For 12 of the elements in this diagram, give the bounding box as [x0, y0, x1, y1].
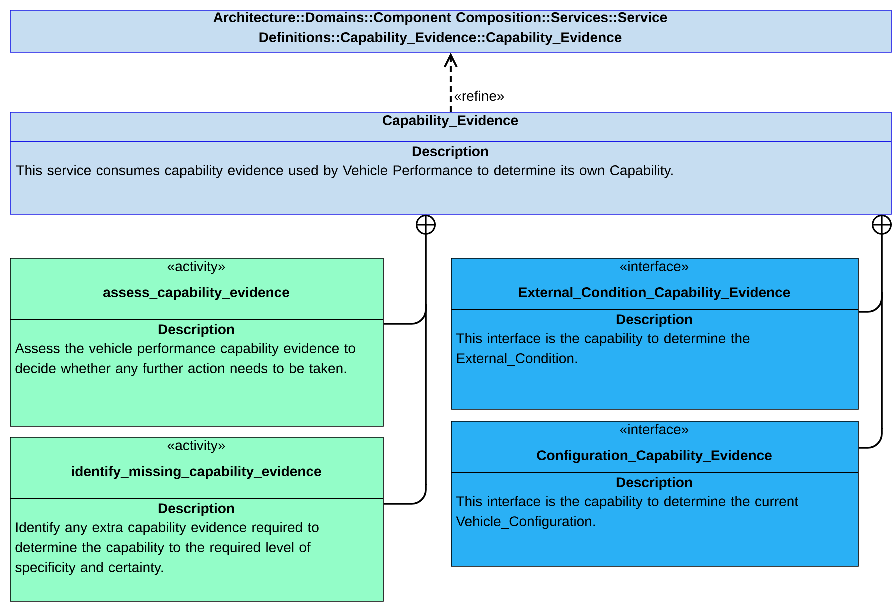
class-box: «activity» assess_capability_evidence Description Assess the vehicle performance capability evidence to decide whether any further action needs to be taken.	[10, 258, 384, 427]
edge-label: «refine»	[454, 90, 504, 102]
connector-branch	[384, 484, 427, 505]
connector-branch	[858, 428, 883, 449]
containment-connector	[416, 214, 436, 485]
refine-arrow	[444, 52, 458, 112]
containment-connector	[872, 214, 892, 429]
class-box: «activity» identify_missing_capability_evidence Description Identify any extra capability evidence required to determine the capability to the required level of specificity and certainty.	[10, 437, 384, 602]
package-box: Architecture::Domains::Component Composition::Services::Service Definitions::Capability_Evidence::Capability_Evidence	[10, 10, 892, 53]
class-box: «interface» External_Condition_Capability_Evidence Description This interface is the capability to determine the External_Condition.	[450, 258, 859, 410]
class-box: «interface» Configuration_Capability_Evidence Description This interface is the capability to determine the current Vehicle_Configuration.	[450, 421, 859, 567]
class-box: Capability_Evidence Description This service consumes capability evidence used by Vehicle Performance to determine its own Capability.	[10, 112, 892, 215]
